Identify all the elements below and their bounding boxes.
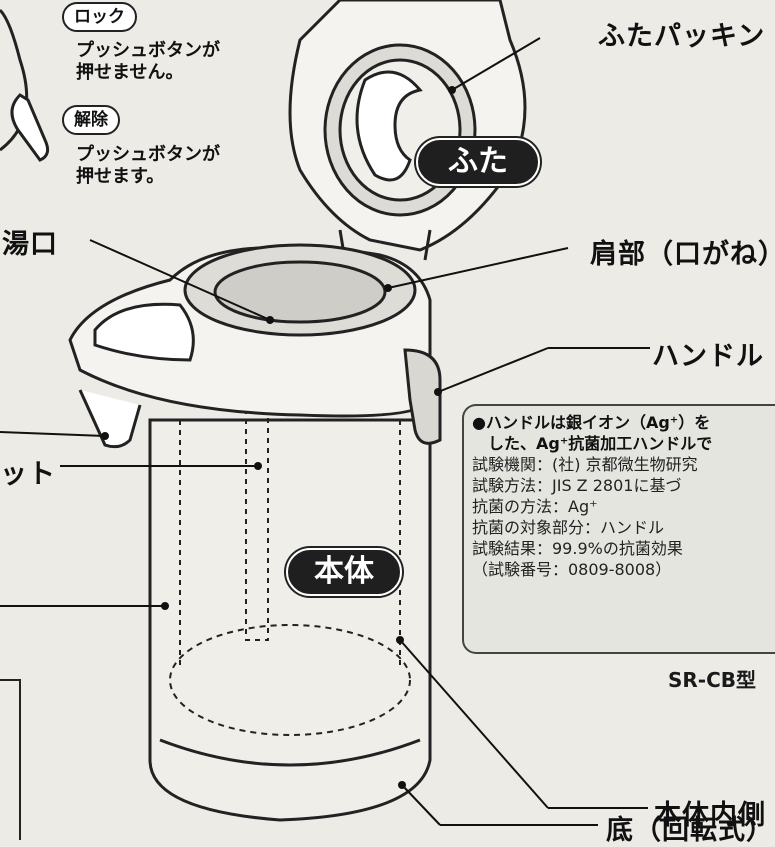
- info-line-6: 抗菌の対象部分：ハンドル: [472, 518, 665, 537]
- lid-label: ふた: [416, 138, 540, 186]
- info-line-4: 試験方法：JIS Z 2801に基づ: [472, 476, 682, 495]
- release-desc-line-2: 押せます。: [76, 166, 165, 187]
- body-drawing: [148, 409, 432, 822]
- lid-drawing: [288, 0, 527, 261]
- left-box-border: [0, 679, 21, 840]
- body-label: 本体: [286, 548, 402, 596]
- info-line-3: 試験機関：(社) 京都微生物研究: [472, 455, 698, 474]
- info-line-2: した、Ag⁺抗菌加工ハンドルで: [472, 434, 713, 453]
- info-line-7: 試験結果：99.9%の抗菌効果: [472, 539, 683, 558]
- lock-desc-line-2: 押せません。: [76, 62, 184, 83]
- bottom-label: 底（回転式）: [606, 815, 774, 846]
- shoulder-label: 肩部（口がね）: [590, 239, 775, 270]
- lock-badge: ロック: [62, 2, 137, 32]
- leader-dots: [101, 86, 456, 789]
- leader-lines: [0, 37, 650, 826]
- lid-packing-label: ふたパッキン: [598, 21, 766, 52]
- info-line-1: ●ハンドルは銀イオン（Ag⁺）を: [472, 413, 711, 432]
- lock-switch-drawing: [0, 8, 50, 162]
- model-label: SR-CB型: [668, 668, 757, 692]
- lock-desc-line-1: プッシュボタンが: [76, 40, 220, 61]
- handle-label: ハンドル: [652, 341, 764, 372]
- handle-drawing: [403, 348, 442, 445]
- pipe-label-fragment: ット: [0, 459, 56, 490]
- info-line-8: （試験番号：0809-8008）: [472, 560, 672, 579]
- antibacterial-info-box: ●ハンドルは銀イオン（Ag⁺）を した、Ag⁺抗菌加工ハンドルで 試験機関：(社…: [462, 404, 775, 654]
- shoulder-drawing: [68, 243, 432, 449]
- body-inside-label: 本体内側: [654, 800, 766, 831]
- info-line-5: 抗菌の方法：Ag⁺: [472, 497, 598, 516]
- release-badge: 解除: [62, 105, 120, 135]
- release-desc-line-1: プッシュボタンが: [76, 144, 220, 165]
- spout-label: 湯口: [2, 229, 58, 260]
